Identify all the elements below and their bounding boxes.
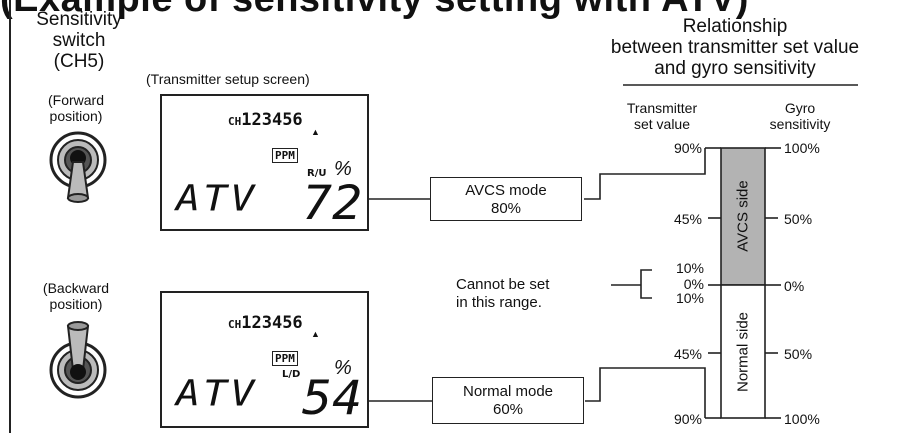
function-name: ATV	[176, 178, 258, 220]
left-border	[9, 0, 11, 433]
percent-unit: %	[334, 158, 352, 180]
tx-tick-90-top: 90%	[673, 140, 702, 156]
tx-tick-45-top: 45%	[673, 211, 702, 227]
forward-label: (Forward position)	[47, 92, 104, 124]
relationship-title: Relationship between transmitter set val…	[610, 16, 860, 79]
cannot-set-note: Cannot be set in this range.	[456, 276, 550, 311]
channel-pointer-icon: ▲	[311, 127, 320, 137]
avcs-mode-box: AVCS mode 80%	[430, 177, 582, 221]
channel-row: CH123456	[228, 110, 303, 130]
backward-label: (Backward position)	[42, 280, 110, 312]
tx-tick-90-bottom: 90%	[673, 411, 702, 427]
toggle-switch-forward-icon	[49, 131, 107, 203]
value-display: 54	[302, 370, 363, 426]
lcd-screen-forward: CH123456 ▲ PPM R/U % ATV 72	[160, 94, 369, 231]
tx-tick-45-bottom: 45%	[673, 346, 702, 362]
tx-tick-10-bottom: 10%	[675, 290, 704, 306]
gyro-tick-50-top: 50%	[784, 211, 813, 227]
screen-caption: (Transmitter setup screen)	[146, 71, 310, 87]
avcs-bar	[720, 147, 766, 286]
normal-bar	[720, 284, 766, 419]
lcd-screen-backward: CH123456 ▲ PPM L/D % ATV 54	[160, 291, 369, 428]
gyro-column-header: Gyro sensitivity	[769, 100, 831, 132]
toggle-switch-backward-icon	[49, 321, 107, 399]
sub-label: R/U	[307, 168, 327, 179]
value-display: 72	[302, 175, 363, 231]
function-name: ATV	[176, 373, 258, 415]
gyro-tick-100-top: 100%	[784, 140, 820, 156]
channel-pointer-icon: ▲	[311, 329, 320, 339]
percent-unit: %	[334, 357, 352, 379]
tx-tick-10-top: 10%	[675, 260, 704, 276]
ppm-badge: PPM	[272, 148, 298, 163]
avcs-side-label: AVCS side	[734, 180, 752, 252]
normal-side-label: Normal side	[734, 311, 752, 393]
transmitter-column-header: Transmitter set value	[626, 100, 698, 132]
gyro-tick-100-bottom: 100%	[784, 411, 820, 427]
channel-row: CH123456	[228, 313, 303, 333]
normal-mode-box: Normal mode 60%	[432, 377, 584, 424]
sub-label: L/D	[282, 369, 301, 380]
switch-title: Sensitivity switch (CH5)	[36, 9, 122, 72]
ppm-badge: PPM	[272, 351, 298, 366]
tx-tick-0: 0%	[683, 276, 704, 292]
gyro-tick-50-bottom: 50%	[784, 346, 813, 362]
page-title-partial: (Example of sensitivity setting with ATV…	[0, 0, 907, 21]
gyro-tick-0: 0%	[784, 278, 805, 294]
